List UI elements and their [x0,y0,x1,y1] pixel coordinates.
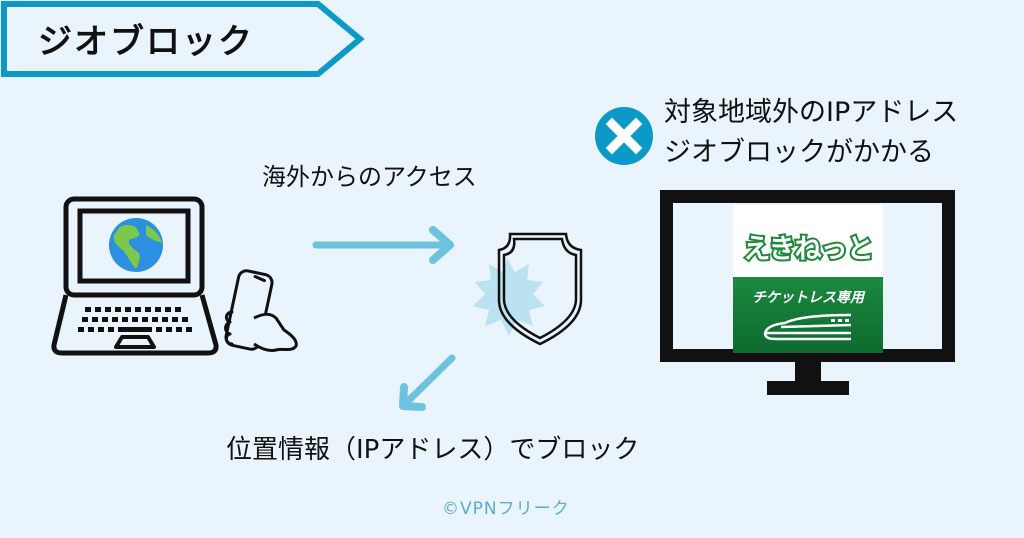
hand-smartphone-icon [224,269,298,352]
x-circle-icon [595,107,653,165]
block-reason-label: 位置情報（IPアドレス）でブロック [226,435,640,465]
service-card: えきねっと チケットレス専用 [733,205,883,353]
flow-arrows [312,226,456,411]
burst-shape [473,258,545,336]
service-logo: えきねっと [741,232,875,267]
globe-icon [109,218,163,272]
result-message-line2: ジオブロックがかかる [664,137,934,168]
service-subtitle: チケットレス専用 [752,290,864,306]
result-message-line1: 対象地域外のIPアドレス [664,97,959,128]
shield-icon [473,232,583,346]
service-card-top: えきねっと [733,205,883,277]
arrow-right-icon [312,226,454,264]
access-label: 海外からのアクセス [262,163,477,191]
service-card-bottom: チケットレス専用 [733,277,883,353]
laptop-globe-icon [51,196,219,356]
shinkansen-icon [763,313,852,341]
page-title: ジオブロック [38,22,254,62]
credit-text: ©VPNフリーク [442,499,570,519]
arrow-down-left-icon [399,354,456,411]
title-tag-shape [1,1,365,77]
